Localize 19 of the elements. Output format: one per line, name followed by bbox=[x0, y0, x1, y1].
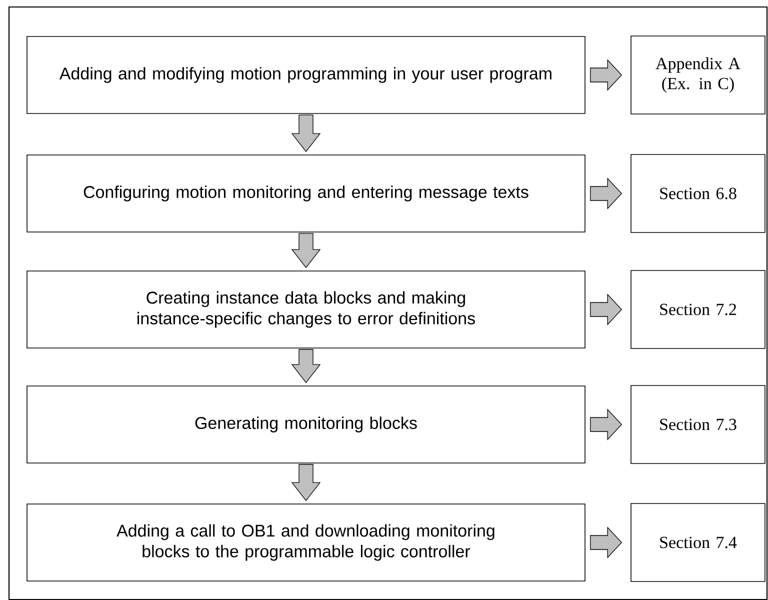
step-box: Configuring motion monitoring and entering message texts bbox=[26, 154, 586, 232]
block-arrow bbox=[590, 178, 622, 210]
step-box: Adding and modifying motion programming in your user program bbox=[26, 36, 586, 114]
reference-box: Section 7.4 bbox=[630, 503, 766, 582]
reference-box: Section 7.3 bbox=[630, 385, 766, 464]
block-arrow bbox=[590, 294, 622, 326]
block-arrow bbox=[590, 408, 622, 440]
block-arrow bbox=[291, 233, 321, 268]
block-arrow bbox=[590, 526, 622, 558]
reference-box: Section 7.2 bbox=[630, 270, 766, 349]
block-arrow bbox=[590, 59, 622, 91]
reference-box: Section 6.8 bbox=[630, 154, 766, 233]
block-arrow bbox=[291, 464, 321, 502]
step-box: Generating monitoring blocks bbox=[26, 386, 586, 464]
step-box: Creating instance data blocks and making instance-specific changes to error definitions bbox=[26, 270, 586, 348]
block-arrow bbox=[291, 349, 321, 384]
block-arrow bbox=[291, 114, 321, 152]
step-box: Adding a call to OB1 and downloading monitoring blocks to the programmable logic controller bbox=[26, 504, 586, 582]
reference-box: Appendix A (Ex. in C) bbox=[630, 36, 766, 114]
